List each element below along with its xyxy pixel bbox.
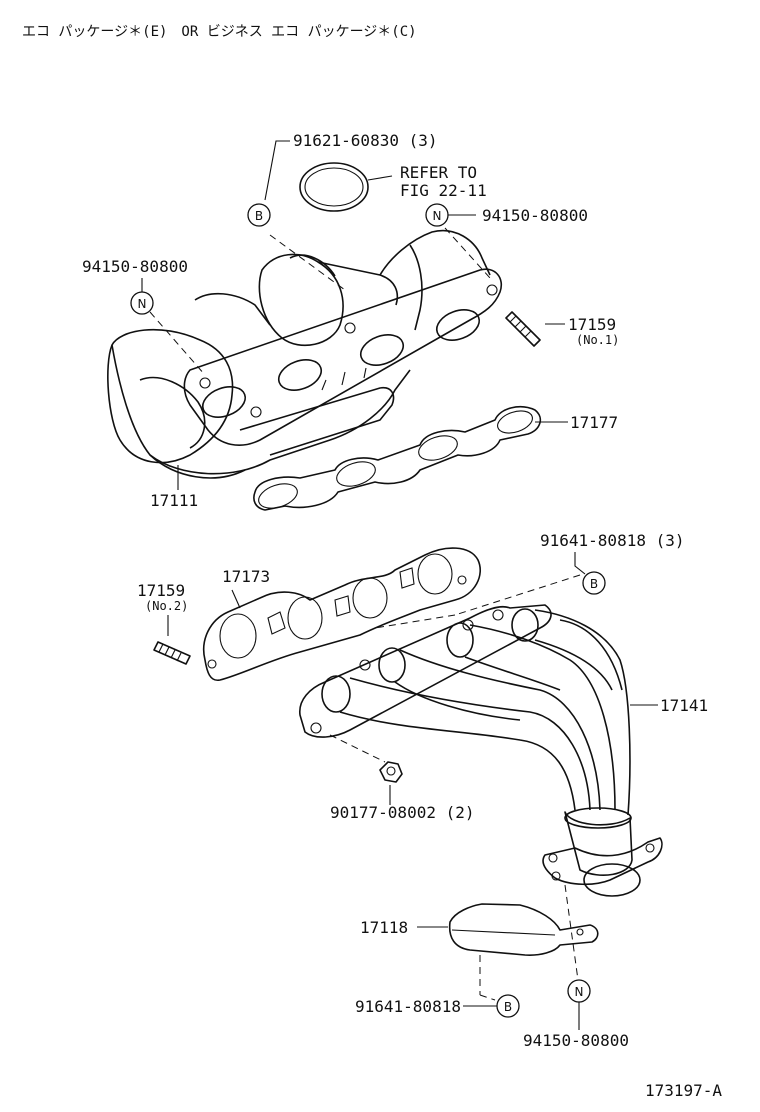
label-91641-top: 91641-80818 (3) xyxy=(540,531,685,550)
svg-text:N: N xyxy=(138,297,147,311)
exhaust-manifold-17111 xyxy=(107,229,502,479)
label-94150-bottom: 94150-80800 xyxy=(523,1031,629,1050)
svg-text:B: B xyxy=(255,209,263,223)
stud-17159-no2 xyxy=(153,641,191,665)
label-17111: 17111 xyxy=(150,491,198,510)
label-17173: 17173 xyxy=(222,567,270,586)
label-91621-60830: 91621-60830 (3) xyxy=(293,131,438,150)
leader-17173 xyxy=(231,589,241,609)
label-17159-no1: 17159 xyxy=(568,315,616,334)
label-94150-top-left: 94150-80800 xyxy=(82,257,188,276)
label-17159-no2: 17159 xyxy=(137,581,185,600)
label-17118: 17118 xyxy=(360,918,408,937)
badge-b-top: B xyxy=(247,203,271,227)
stud-17159-no1 xyxy=(505,311,541,347)
insulator-17118 xyxy=(448,903,599,956)
exhaust-pipe-17141 xyxy=(299,604,663,897)
leader-91641-top xyxy=(574,552,586,575)
refer-to-line2: FIG 22-11 xyxy=(400,181,487,200)
refer-leader xyxy=(367,175,393,181)
label-no2: (No.2) xyxy=(145,599,188,613)
label-no1: (No.1) xyxy=(576,333,619,347)
svg-text:N: N xyxy=(433,209,442,223)
badge-b-mid: B xyxy=(582,571,606,595)
label-90177-08002: 90177-08002 (2) xyxy=(330,803,475,822)
label-17177: 17177 xyxy=(570,413,618,432)
badge-n-top-left: N xyxy=(130,291,154,315)
svg-text:B: B xyxy=(590,577,598,591)
label-17141: 17141 xyxy=(660,696,708,715)
badge-n-top-right: N xyxy=(425,203,449,227)
label-94150-top-right: 94150-80800 xyxy=(482,206,588,225)
svg-text:N: N xyxy=(575,985,584,999)
diagram-header: エコ パッケージ＊(E) OR ビジネス エコ パッケージ＊(C) xyxy=(22,24,417,40)
badge-b-bottom: B xyxy=(496,994,520,1018)
diagram-id: 173197-A xyxy=(645,1081,722,1100)
gasket-17173 xyxy=(203,547,481,682)
refer-to-line1: REFER TO xyxy=(400,163,477,182)
leader-91621 xyxy=(264,140,290,201)
badge-n-bottom: N xyxy=(567,979,591,1003)
gasket-ring xyxy=(299,162,369,212)
nut-90177 xyxy=(379,761,403,783)
svg-text:B: B xyxy=(504,1000,512,1014)
label-91641-bottom: 91641-80818 xyxy=(355,997,461,1016)
gasket-17177 xyxy=(253,406,542,511)
